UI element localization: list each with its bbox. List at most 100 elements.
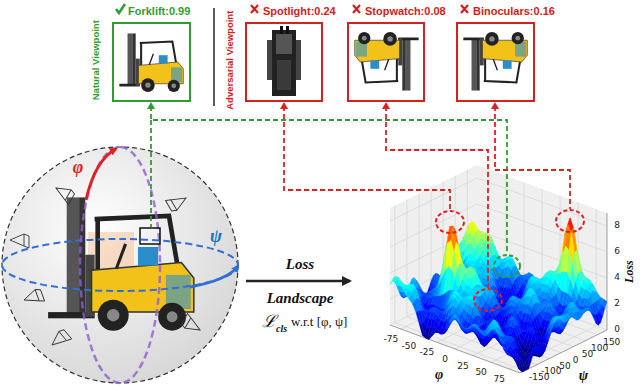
surface-cell <box>510 356 515 362</box>
tick-label: 4 <box>614 273 620 283</box>
adversarial-circle <box>556 210 584 232</box>
loss-subscript: cls <box>276 323 287 334</box>
grid-line <box>390 178 477 221</box>
grid-line <box>477 282 607 330</box>
leader-line <box>386 106 488 288</box>
loss-expression: w.r.t [φ, ψ] <box>291 315 347 329</box>
tick-label: 0 <box>442 355 448 365</box>
leader-head <box>280 102 288 109</box>
grid-line <box>419 293 506 336</box>
surface-cell <box>497 333 502 344</box>
viewing-sphere <box>2 147 238 383</box>
grid-line <box>491 319 578 362</box>
axis-label: Loss <box>622 260 635 283</box>
surface-cell <box>449 317 454 324</box>
surface-cell <box>494 327 499 335</box>
tick-label: 75 <box>493 375 504 385</box>
check-icon <box>116 4 125 13</box>
angle-symbol: φ <box>73 158 84 178</box>
cross-icon <box>353 5 360 13</box>
surface-cell <box>413 300 418 313</box>
tick-label: 0 <box>614 325 620 335</box>
natural-circle <box>494 255 520 277</box>
class-score: Stopwatch:0.08 <box>365 5 446 18</box>
leader-line <box>150 120 152 227</box>
adversarial-circle <box>474 289 502 311</box>
surface-cell <box>501 342 506 351</box>
grid-line <box>431 305 561 353</box>
grid-line <box>419 311 549 359</box>
separator-line <box>213 8 215 106</box>
surface-cell <box>514 358 519 369</box>
tick-label: -50 <box>402 342 417 352</box>
view-box: Binoculars:0.16 <box>456 22 535 102</box>
tick-label: 6 <box>614 247 620 257</box>
surface-cell <box>432 332 437 336</box>
grid-line <box>406 200 407 317</box>
axis-label: ψ <box>579 368 588 383</box>
leader-line <box>151 106 507 254</box>
surface-cell <box>593 314 598 326</box>
forklift-top-view <box>267 26 301 96</box>
tick-label: -75 <box>383 335 398 345</box>
surface-cell <box>586 309 591 313</box>
surface-cell <box>390 165 477 325</box>
tick-label: -25 <box>420 348 435 358</box>
grid-line <box>443 299 573 347</box>
tick-label: 150 <box>603 338 620 348</box>
leader-line <box>284 106 450 210</box>
forklift-flipped-view <box>463 32 527 90</box>
class-score: Binoculars:0.16 <box>473 5 555 18</box>
leader-head <box>491 102 499 109</box>
cross-icon <box>461 5 468 13</box>
tick-label: 8 <box>614 221 620 231</box>
axis-label: φ <box>435 367 443 382</box>
surface-cell <box>529 323 535 328</box>
surface-cell <box>455 314 460 323</box>
arrow-caption: Landscape <box>267 290 334 307</box>
tick-label: 0 <box>573 356 579 366</box>
grid-line <box>390 204 477 247</box>
surface-cell <box>507 354 512 357</box>
grid-line <box>607 213 608 330</box>
leader-head <box>147 102 155 109</box>
surface-cell <box>475 325 480 329</box>
tick-label: 50 <box>475 368 486 378</box>
grid-line <box>390 325 520 373</box>
adversarial-circle <box>436 211 464 233</box>
surface-cell <box>416 311 421 324</box>
forklift-natural <box>119 33 183 91</box>
tick-label: 25 <box>457 362 468 372</box>
surface-cell <box>445 322 450 330</box>
viewpoint-label: Natural Viewpoint <box>91 20 101 100</box>
forklift-bottom-view <box>355 32 419 90</box>
surface-cell <box>397 277 402 283</box>
view-box: Spotlight:0.24 <box>245 22 323 102</box>
transform-arrow <box>246 280 350 283</box>
tick-label: 2 <box>614 299 620 309</box>
surface-cell <box>517 363 522 372</box>
grid-line <box>394 206 395 323</box>
angle-symbol: ψ <box>210 227 222 247</box>
grid-line <box>509 326 596 369</box>
surface-cell <box>589 310 595 319</box>
arrow-caption: Loss <box>286 256 314 273</box>
cross-icon <box>251 5 258 13</box>
viewpoint-label: Adversarial Viewpoint <box>226 10 236 109</box>
loss-surface <box>390 218 607 372</box>
surface-cell <box>477 165 607 330</box>
surface-cell <box>571 314 576 320</box>
view-box: Stopwatch:0.08 <box>347 22 425 102</box>
grid-line <box>390 256 477 299</box>
leader-line <box>495 106 570 209</box>
surface-cell <box>504 350 509 355</box>
surface-cell <box>462 324 467 329</box>
tick-label: -50 <box>556 362 571 372</box>
surface-cell <box>390 282 607 373</box>
surface-cell <box>442 329 447 334</box>
loss-symbol: ℒ <box>262 313 276 332</box>
surface-cell <box>419 324 424 335</box>
leader-head <box>382 102 390 109</box>
